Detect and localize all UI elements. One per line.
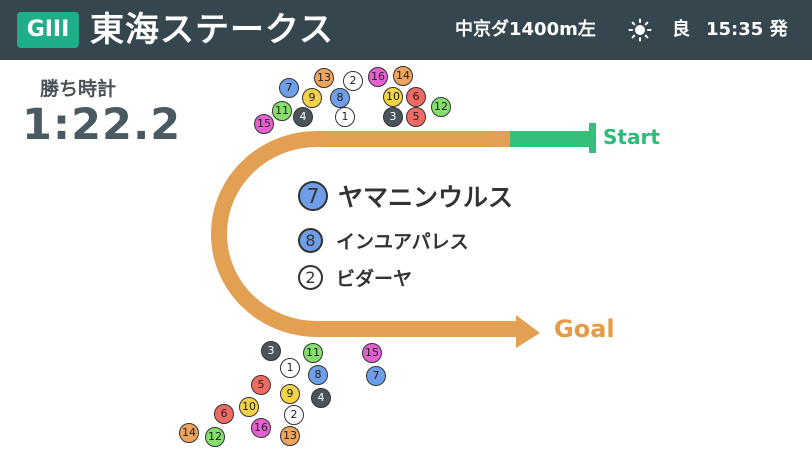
- result-third-number: 2: [298, 265, 323, 290]
- start-horse-10: 10: [383, 87, 403, 107]
- result-first-number: 7: [298, 181, 328, 211]
- finish-horse-2: 2: [284, 405, 304, 425]
- grade-badge: GIII: [17, 12, 79, 48]
- finish-horse-3: 3: [261, 341, 281, 361]
- start-horse-16: 16: [368, 67, 388, 87]
- race-name: 東海ステークス: [90, 10, 334, 50]
- result-third-name: ビダーヤ: [336, 268, 413, 290]
- finish-horse-9: 9: [280, 384, 300, 404]
- finish-horse-1: 1: [280, 358, 300, 378]
- header-bar: GIII 東海ステークス 中京ダ1400m左 良 15:35 発: [0, 0, 812, 60]
- start-horse-5: 5: [406, 107, 426, 127]
- start-segment: [510, 131, 590, 147]
- goal-label: Goal: [554, 315, 615, 343]
- sun-icon: [628, 18, 652, 42]
- winning-time-value: 1:22.2: [22, 100, 182, 150]
- result-first: 7 ヤマニンウルス: [298, 178, 513, 214]
- finish-horse-14: 14: [179, 423, 199, 443]
- finish-horse-10: 10: [239, 397, 259, 417]
- start-horse-14: 14: [393, 66, 413, 86]
- finish-horse-15: 15: [362, 343, 382, 363]
- result-second-number: 8: [298, 228, 323, 253]
- finish-horse-5: 5: [251, 375, 271, 395]
- track-path: [211, 131, 520, 337]
- start-horse-3: 3: [383, 107, 403, 127]
- start-horse-4: 4: [293, 107, 313, 127]
- result-second: 8 インユアパレス: [298, 227, 469, 254]
- finish-horse-8: 8: [308, 365, 328, 385]
- start-horse-2: 2: [343, 71, 363, 91]
- finish-horse-12: 12: [205, 427, 225, 447]
- result-third: 2 ビダーヤ: [298, 264, 412, 291]
- finish-horse-7: 7: [366, 366, 386, 386]
- finish-horse-16: 16: [251, 418, 271, 438]
- post-time: 15:35 発: [706, 19, 788, 40]
- start-horse-11: 11: [272, 101, 292, 121]
- finish-horse-4: 4: [311, 388, 331, 408]
- start-horse-9: 9: [302, 88, 322, 108]
- start-horse-7: 7: [279, 78, 299, 98]
- result-second-name: インユアパレス: [336, 231, 469, 253]
- goal-arrow: [516, 315, 540, 348]
- finish-horse-11: 11: [303, 343, 323, 363]
- start-horse-1: 1: [335, 107, 355, 127]
- start-horse-15: 15: [254, 114, 274, 134]
- course-info: 中京ダ1400m左: [455, 19, 596, 40]
- start-horse-8: 8: [330, 88, 350, 108]
- result-first-name: ヤマニンウルス: [338, 183, 514, 212]
- going-label: 良: [672, 19, 690, 40]
- start-horse-6: 6: [406, 87, 426, 107]
- start-post: [589, 123, 596, 153]
- winning-time-label: 勝ち時計: [40, 78, 117, 100]
- finish-horse-13: 13: [280, 426, 300, 446]
- start-horse-13: 13: [314, 68, 334, 88]
- start-label: Start: [603, 125, 660, 149]
- start-horse-12: 12: [431, 97, 451, 117]
- finish-horse-6: 6: [214, 404, 234, 424]
